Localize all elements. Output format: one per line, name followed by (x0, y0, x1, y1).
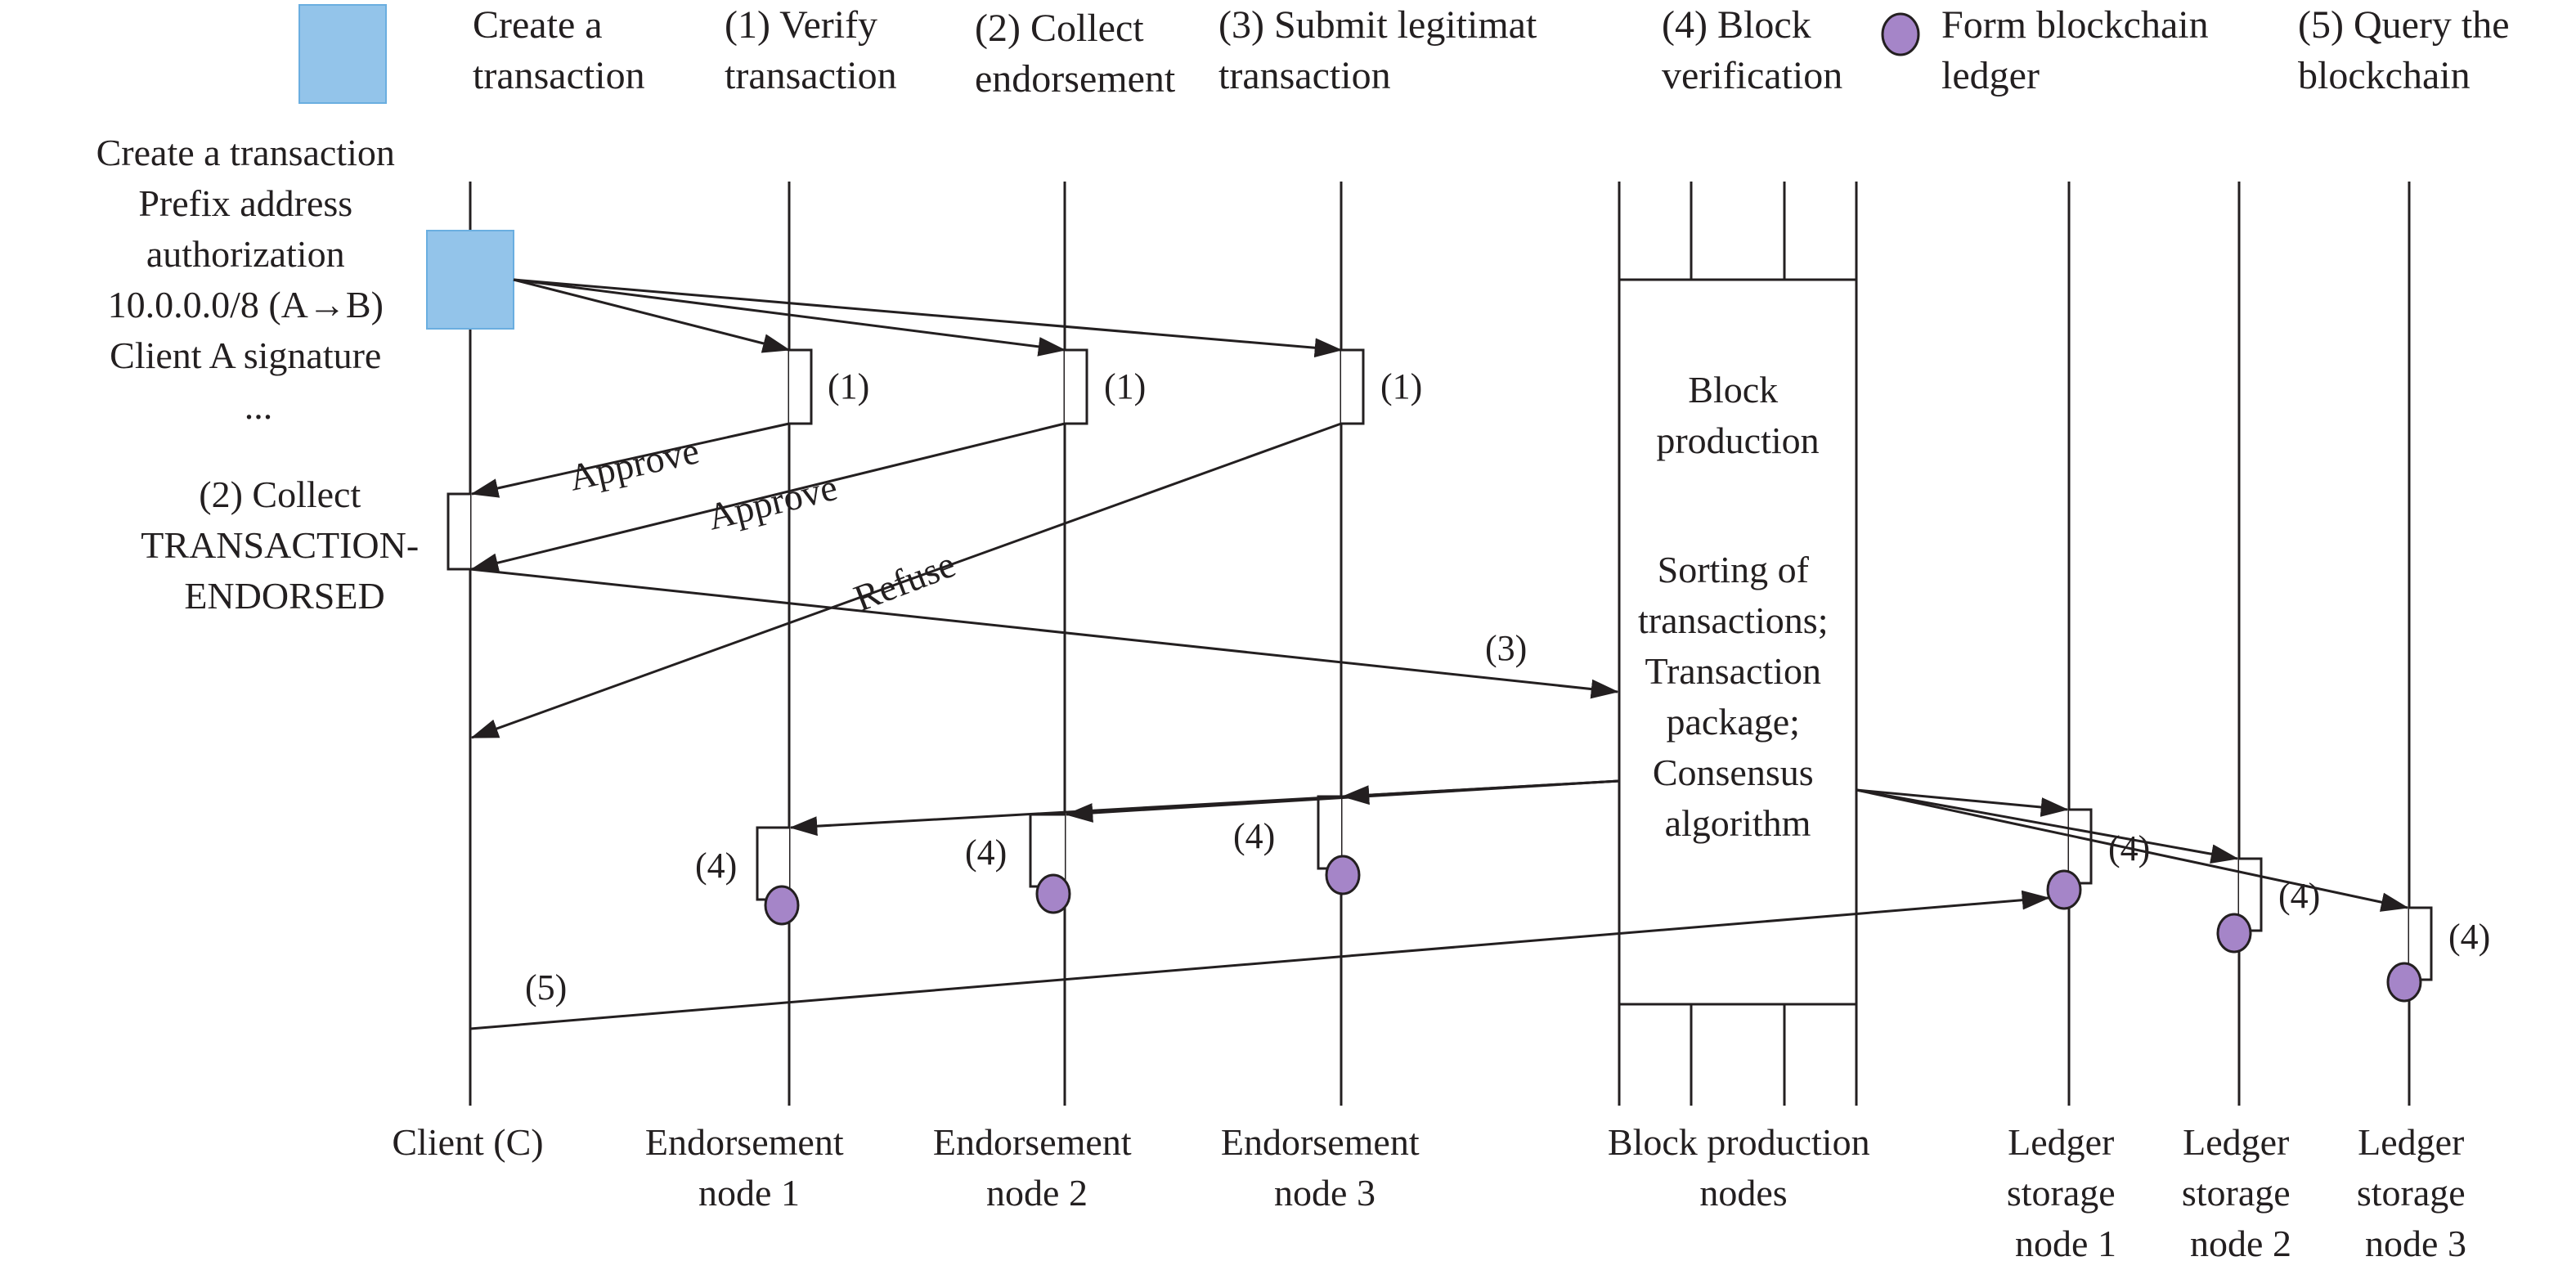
step1-label-2: (1) (1104, 366, 1146, 406)
participant-ledger3: Ledger storage node 3 (2357, 1121, 2475, 1264)
block-production-box: Block production Sorting of transactions… (1618, 278, 1858, 1006)
legend-verify: (1) Verify transaction (725, 3, 897, 97)
participant-labels: Client (C) Endorsement node 1 Endorsemen… (392, 1121, 2475, 1264)
messages (469, 278, 2409, 1030)
legend-ledger: Form blockchain ledger (1941, 3, 2219, 97)
approve-label-2: Approve (703, 466, 841, 538)
ledger-circle-endorse3 (1325, 855, 1361, 895)
participant-endorse2: Endorsement node 2 (933, 1121, 1141, 1214)
legend-block: (4) Block verification (1662, 3, 1842, 97)
activations (447, 348, 2433, 981)
step4-label-e1: (4) (695, 846, 737, 886)
ledger-circle-endorse1 (764, 885, 800, 926)
step4-label-l3: (4) (2448, 917, 2490, 957)
participant-block: Block production nodes (1608, 1121, 1879, 1214)
participant-ledger1: Ledger storage node 1 (2007, 1121, 2125, 1264)
legend-create: Create a transaction (473, 3, 645, 97)
participant-endorse1: Endorsement node 1 (645, 1121, 853, 1214)
step1-label-1: (1) (828, 366, 869, 406)
client-note: Create a transaction Prefix address auth… (96, 132, 405, 427)
block-box-body: Sorting of transactions; Transaction pac… (1638, 549, 1838, 844)
participant-endorse3: Endorsement node 3 (1221, 1121, 1429, 1214)
approve-label-1: Approve (565, 429, 702, 499)
legend-query: (5) Query the blockchain (2298, 3, 2520, 97)
ledger-circles (764, 855, 2422, 1003)
block-box-title: Block production (1656, 369, 1819, 461)
lifelines (469, 182, 2411, 1106)
legend: Create a transaction (1) Verify transact… (298, 3, 2520, 104)
step3-label: (3) (1485, 628, 1527, 668)
ledger-circle-ledger1 (2046, 869, 2082, 910)
refuse-label: Refuse (848, 543, 961, 619)
step4-label-e3: (4) (1233, 816, 1275, 856)
ledger-circle-endorse2 (1035, 873, 1071, 914)
step5-label: (5) (525, 967, 567, 1007)
transaction-square-icon (298, 4, 387, 104)
ledger-circle-ledger3 (2386, 962, 2422, 1003)
legend-collect: (2) Collect endorsement (975, 7, 1176, 101)
collect-note: (2) Collect TRANSACTION- ENDORSED (141, 473, 428, 617)
participant-client: Client (C) (392, 1121, 543, 1163)
step4-label-l2: (4) (2278, 876, 2320, 916)
legend-submit: (3) Submit legitimat transaction (1218, 3, 1546, 97)
step4-label-e2: (4) (965, 832, 1007, 873)
participant-ledger2: Ledger storage node 2 (2182, 1121, 2300, 1264)
ledger-circle-ledger2 (2216, 913, 2252, 954)
ledger-circle-icon (1881, 12, 1920, 56)
step1-label-3: (1) (1380, 366, 1422, 406)
step4-label-l1: (4) (2108, 828, 2150, 868)
transaction-square (426, 230, 514, 330)
